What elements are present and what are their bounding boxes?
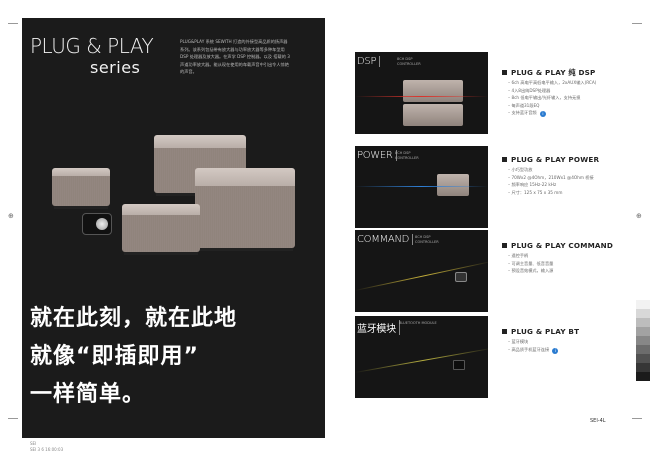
spec-list-bt: – 蓝牙模块 – 高品质手机蓝牙连接 i	[508, 338, 559, 354]
list-item: – 每声道31段EQ	[508, 102, 540, 108]
list-item: – 6ch 高电平高低电平输入，2xAUX输入(RCA)	[508, 80, 597, 85]
slogan-line-2: 就像“即插即用”	[30, 344, 199, 369]
card-sub-label: 8CH DSP CONTROLLER	[395, 151, 419, 160]
power-device-image	[437, 174, 469, 196]
series-title: PLUG & PLAY	[30, 34, 154, 58]
card-power: POWER 8CH DSP CONTROLLER	[355, 146, 488, 228]
list-item: – 尺寸：125 x 75 x 35 mm	[508, 189, 563, 195]
amplifier-product	[122, 204, 200, 255]
registration-mark-icon: ⊕	[8, 212, 14, 220]
knob-icon	[96, 218, 108, 230]
spec-list-power: – 小巧型功放 – 70Wx2 @4Ohm，210Wx1 @4Ohm 桥接 – …	[508, 166, 594, 196]
dsp-device-image	[403, 80, 463, 102]
command-remote-product	[82, 213, 112, 235]
dsp-product	[52, 168, 110, 209]
slogan-line-3: 一样简单。	[30, 382, 146, 407]
crop-mark	[632, 418, 642, 419]
card-label: COMMAND	[357, 234, 414, 245]
info-circle-icon: i	[539, 111, 546, 118]
list-item: – 频率响应 15Hz-22 kHz	[508, 182, 557, 188]
cable-line	[355, 96, 488, 97]
list-item: – 蓝牙模块	[508, 339, 529, 344]
card-label: DSP	[357, 56, 381, 67]
card-label: 蓝牙模块	[357, 320, 400, 335]
dsp-device-image	[403, 104, 463, 126]
list-item: – 小巧型功放	[508, 167, 533, 172]
card-sub-label: 8CH DSP CONTROLLER	[397, 57, 421, 66]
power-amp-product	[195, 168, 295, 251]
crop-mark	[8, 418, 18, 419]
list-item: – 遥控手柄	[508, 253, 529, 258]
list-item: – 可调主音量、低音音量	[508, 260, 554, 266]
slogan-line-1: 就在此刻，就在此地	[30, 306, 238, 331]
spec-list-dsp: – 6ch 高电平高低电平输入，2xAUX输入(RCA) – 4入8出纯DSP处…	[508, 79, 597, 118]
bt-module-image	[453, 360, 465, 370]
crop-mark	[8, 23, 18, 24]
list-item: – 高品质手机蓝牙连接 i	[508, 346, 559, 354]
card-command: COMMAND 8CH DSP CONTROLLER	[355, 230, 488, 312]
crop-mark	[632, 23, 642, 24]
cable-line	[355, 347, 488, 373]
remote-device-image	[455, 272, 467, 282]
series-subtitle: series	[90, 58, 141, 77]
intro-paragraph: PLUG&PLAY 系统 SEWITH 打造的外接型高品质的扬声器系列。该系列包…	[180, 39, 290, 74]
spec-title-command: PLUG & PLAY COMMAND	[502, 241, 613, 250]
color-calibration-bar	[636, 300, 650, 381]
print-info: SEI 3 6 16:00:03	[30, 447, 64, 452]
hero-panel	[22, 18, 325, 438]
cable-line	[355, 260, 488, 291]
list-item: – 70Wx2 @4Ohm，210Wx1 @4Ohm 桥接	[508, 174, 594, 180]
spec-list-command: – 遥控手柄 – 可调主音量、低音音量 – 预设音效模式，输入源	[508, 252, 553, 275]
list-item: – 支持蓝牙音频 i	[508, 109, 596, 118]
cable-line	[355, 186, 488, 187]
page-number: SEI-4L	[590, 418, 606, 424]
card-bluetooth: 蓝牙模块 BLUETOOTH MODULE	[355, 316, 488, 398]
registration-mark-icon: ⊕	[636, 212, 642, 220]
card-sub-label: 8CH DSP CONTROLLER	[415, 235, 439, 244]
spec-title-bt: PLUG & PLAY BT	[502, 327, 579, 336]
spec-title-power: PLUG & PLAY POWER	[502, 155, 599, 164]
card-sub-label: BLUETOOTH MODULE	[399, 321, 437, 325]
list-item: – 8ch 低电平输出/光纤输入，支持无损	[508, 95, 581, 101]
info-circle-icon: i	[552, 347, 559, 354]
print-info: SEI	[30, 441, 37, 446]
card-dsp: DSP 8CH DSP CONTROLLER	[355, 52, 488, 134]
list-item: – 预设音效模式，输入源	[508, 268, 554, 274]
spec-title-dsp: PLUG & PLAY 纯 DSP	[502, 68, 596, 78]
list-item: – 4入8出纯DSP处理器	[508, 87, 551, 93]
card-label: POWER	[357, 150, 397, 161]
